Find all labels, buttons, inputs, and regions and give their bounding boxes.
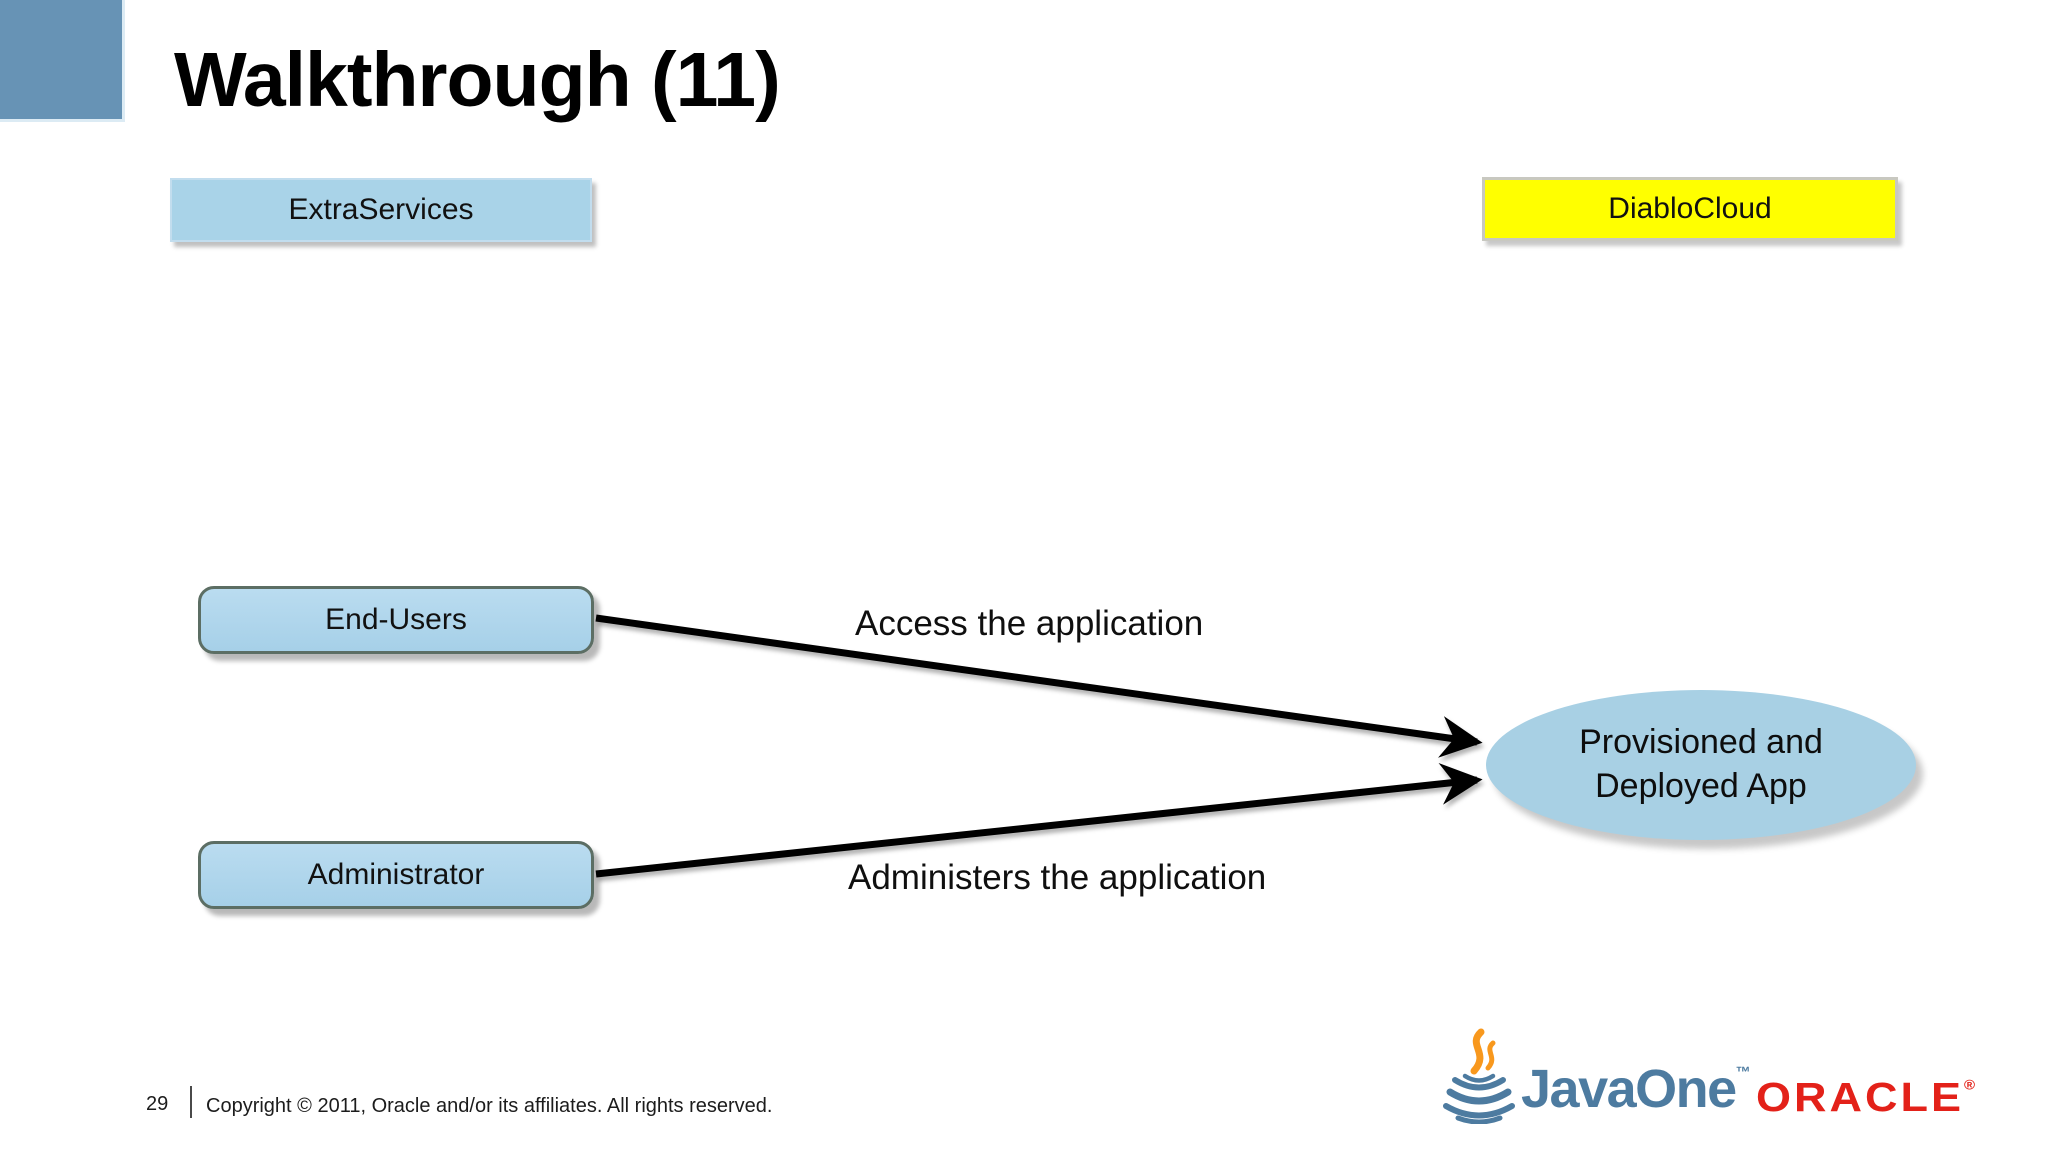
node-end-users: End-Users: [198, 586, 594, 654]
oracle-registered-symbol: ®: [1964, 1077, 1976, 1093]
node-diablo-cloud-label: DiabloCloud: [1608, 192, 1772, 225]
page-number: 29: [146, 1093, 169, 1115]
oracle-wordmark-text: ORACLE: [1756, 1074, 1964, 1120]
javaone-wordmark: JavaOne™: [1521, 1062, 1751, 1124]
node-extra-services-label: ExtraServices: [288, 193, 474, 226]
node-extra-services: ExtraServices: [170, 178, 592, 242]
copyright-text: Copyright © 2011, Oracle and/or its affi…: [206, 1095, 773, 1117]
node-administrator: Administrator: [198, 841, 594, 909]
node-provisioned-app-label-line2: Deployed App: [1595, 767, 1807, 805]
node-provisioned-app-label-line1: Provisioned and: [1579, 723, 1823, 762]
node-provisioned-deployed-app: Provisioned and Deployed App: [1486, 690, 1916, 840]
java-cup-icon: [1443, 1028, 1515, 1124]
node-diablo-cloud: DiabloCloud: [1482, 177, 1898, 241]
javaone-logo: JavaOne™: [1443, 1028, 1751, 1124]
footer-divider: [190, 1086, 192, 1118]
page-title: Walkthrough (11): [174, 37, 781, 123]
edge-label-administers-application: Administers the application: [848, 858, 1267, 897]
oracle-logo: ORACLE®: [1756, 1074, 1975, 1121]
javaone-trademark-symbol: ™: [1735, 1064, 1751, 1081]
edge-label-access-application: Access the application: [855, 604, 1204, 643]
javaone-wordmark-text: JavaOne: [1521, 1059, 1737, 1119]
corner-accent-square: [0, 0, 125, 122]
node-end-users-label: End-Users: [325, 603, 467, 636]
node-administrator-label: Administrator: [307, 858, 485, 891]
